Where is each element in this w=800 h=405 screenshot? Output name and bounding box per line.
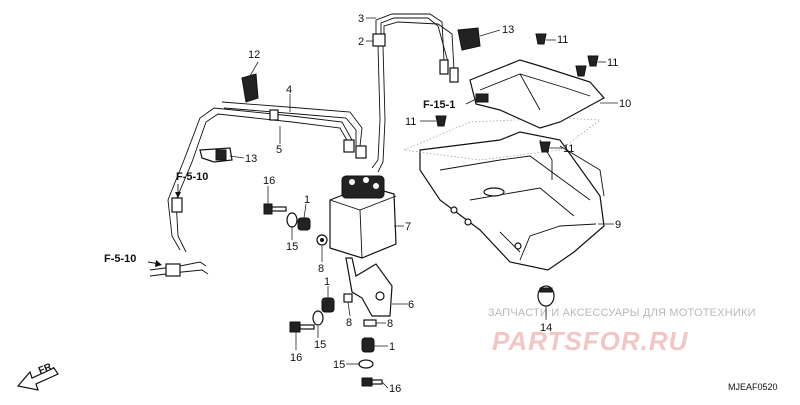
arrow-f-15-1	[465, 99, 475, 105]
callout-8-b: 8	[346, 317, 352, 329]
battery-box-9	[419, 131, 605, 271]
callout-16-b: 16	[290, 352, 302, 364]
cover-10	[469, 59, 605, 129]
clip-11c	[435, 115, 447, 127]
pipe-down-2	[377, 45, 386, 173]
clip-11d	[539, 141, 551, 153]
callout-8-c: 8	[387, 318, 393, 330]
callout-15-b: 15	[314, 339, 326, 351]
collar-8b	[343, 293, 353, 303]
bolt-16a	[263, 203, 287, 215]
callout-4: 4	[286, 84, 292, 96]
callout-6: 6	[408, 299, 414, 311]
arrowhead-icon	[155, 260, 162, 267]
callout-12: 12	[248, 49, 260, 61]
arrowhead-icon	[175, 192, 181, 198]
callout-3: 3	[358, 13, 364, 25]
collar-8c	[363, 319, 377, 327]
callout-8-a: 8	[318, 263, 324, 275]
callout-15-c: 15	[333, 359, 345, 371]
band-14	[537, 285, 555, 307]
callout-7: 7	[405, 221, 411, 233]
bolt-16c	[361, 377, 383, 387]
ref-f-5-10-lower[interactable]: F-5-10	[104, 253, 136, 265]
ref-f-5-10-upper[interactable]: F-5-10	[176, 171, 208, 183]
bracket-6	[345, 257, 393, 317]
bolt-16b	[289, 321, 315, 333]
collar-8a	[316, 234, 328, 246]
callout-11-b: 11	[607, 57, 618, 69]
callout-1-a: 1	[304, 194, 310, 206]
callout-11-a: 11	[557, 34, 568, 46]
washer-15b	[312, 310, 324, 326]
callout-14: 14	[540, 322, 552, 334]
clip-11b	[587, 55, 599, 67]
callout-1-c: 1	[389, 341, 395, 353]
callout-9: 9	[615, 219, 621, 231]
callout-15-a: 15	[286, 241, 298, 253]
callout-2: 2	[358, 36, 364, 48]
callout-13-left: 13	[245, 153, 257, 165]
callout-1-b: 1	[324, 276, 330, 288]
callout-16-a: 16	[263, 175, 275, 187]
brake-pipe-3	[372, 13, 459, 83]
washer-15a	[286, 212, 298, 228]
callout-11-c: 11	[405, 116, 416, 128]
clip-11a	[535, 33, 547, 45]
clamp-12	[241, 73, 259, 103]
stay-13-right	[457, 27, 481, 51]
pipe-down	[371, 45, 381, 169]
callout-13-right: 13	[502, 24, 514, 36]
grommet-1c	[361, 337, 375, 353]
callout-5: 5	[276, 144, 282, 156]
grommet-1a	[297, 217, 311, 231]
callout-11-d: 11	[563, 143, 574, 155]
watermark-tagline: ЗАПЧАСТИ И АКСЕССУАРЫ ДЛЯ МОТОТЕХНИКИ	[488, 307, 756, 319]
callout-16-c: 16	[389, 383, 401, 395]
arrow-icon	[16, 367, 59, 391]
abs-modulator-7	[329, 175, 397, 259]
stay-13-left	[199, 147, 233, 163]
washer-15c	[358, 359, 374, 369]
brake-hose-4-5	[149, 101, 367, 277]
grommet-1b	[321, 297, 335, 313]
leader-lines	[229, 17, 618, 389]
watermark-logo: PARTSFOR.RU	[492, 326, 689, 356]
front-direction-arrow: FR.	[16, 360, 59, 391]
callout-10: 10	[619, 98, 631, 110]
clip-11e	[575, 65, 587, 77]
ref-f-15-1[interactable]: F-15-1	[423, 99, 455, 111]
diagram-code: MJEAF0520	[728, 382, 778, 392]
